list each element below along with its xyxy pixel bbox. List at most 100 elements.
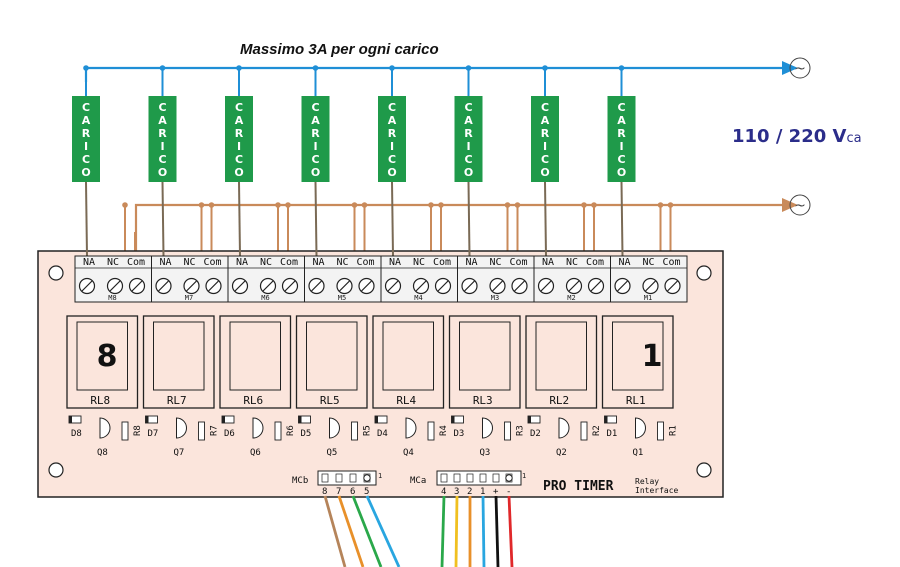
resistor-body bbox=[351, 421, 358, 441]
terminal-screw-slot bbox=[590, 280, 602, 292]
diode-label: D4 bbox=[377, 429, 388, 439]
terminal-label-nc: NC bbox=[566, 257, 578, 268]
neutral-junction bbox=[657, 202, 664, 208]
diode-label: D1 bbox=[607, 429, 618, 439]
load-label-letter: O bbox=[464, 166, 473, 179]
load-label-letter: R bbox=[158, 127, 167, 140]
diode-label: D8 bbox=[71, 429, 82, 439]
terminal-label-na: NA bbox=[466, 257, 478, 268]
load-label-letter: R bbox=[464, 127, 473, 140]
relay-number-last: 1 bbox=[642, 339, 663, 374]
load-label-letter: I bbox=[237, 140, 241, 153]
resistor-body bbox=[427, 421, 435, 441]
connector-pin bbox=[466, 473, 474, 483]
load-label-letter: C bbox=[464, 153, 472, 166]
connector-label: M2 bbox=[567, 294, 575, 302]
terminal-label-com: Com bbox=[357, 257, 375, 268]
terminal-label-com: Com bbox=[127, 257, 145, 268]
load-wire bbox=[85, 181, 88, 257]
relay-label: RL1 bbox=[626, 394, 646, 407]
relay-body bbox=[76, 321, 128, 391]
load-label-letter: R bbox=[541, 127, 550, 140]
terminal-label-nc: NC bbox=[490, 257, 502, 268]
terminal-screw-slot bbox=[81, 280, 93, 292]
neutral-junction bbox=[504, 202, 511, 208]
wire-mcb bbox=[365, 495, 401, 567]
phase-junction bbox=[542, 65, 548, 71]
terminal-screw-slot bbox=[540, 280, 552, 292]
relay-number-first: 8 bbox=[97, 339, 118, 374]
transistor-body bbox=[405, 417, 417, 439]
transistor-label: Q3 bbox=[480, 448, 491, 458]
diode-band bbox=[145, 416, 149, 423]
terminal-screw-slot bbox=[514, 280, 525, 292]
ac-source-icon-top bbox=[789, 57, 811, 79]
relay-body bbox=[153, 321, 205, 391]
diode-band bbox=[528, 416, 531, 423]
voltage-label: 110 / 220 Vca bbox=[732, 126, 862, 147]
diode-label: D3 bbox=[454, 429, 465, 439]
load-label-letter: O bbox=[81, 166, 90, 179]
connector-pin-key bbox=[363, 474, 371, 482]
resistor-body bbox=[198, 421, 205, 441]
transistor-body bbox=[252, 417, 264, 439]
load-label-letter: C bbox=[617, 153, 625, 166]
transistor-label: Q4 bbox=[403, 448, 414, 458]
relay-body bbox=[306, 321, 358, 391]
load-label-letter: A bbox=[541, 114, 550, 127]
phase-junction bbox=[312, 65, 319, 71]
terminal-screw-slot bbox=[131, 280, 143, 292]
load-block bbox=[148, 96, 177, 182]
connector-mcb-pin-label: 5 bbox=[364, 487, 369, 497]
load-block bbox=[454, 96, 483, 182]
terminal-label-nc: NC bbox=[260, 257, 272, 268]
load-label-letter: I bbox=[313, 140, 317, 153]
terminal-label-na: NA bbox=[160, 257, 172, 268]
terminal-screw-slot bbox=[186, 280, 197, 292]
load-label-letter: C bbox=[158, 101, 166, 114]
wire-mca bbox=[454, 495, 459, 567]
connector-pin bbox=[335, 473, 343, 483]
connector-pin bbox=[321, 473, 329, 483]
terminal-screw-slot bbox=[415, 280, 427, 292]
terminal-screw-slot bbox=[311, 280, 322, 292]
terminal-screw-slot bbox=[645, 280, 656, 292]
resistor-label: R4 bbox=[439, 425, 449, 436]
diode-band bbox=[69, 416, 72, 423]
resistor-label: R8 bbox=[133, 425, 143, 436]
terminal-screw-slot bbox=[109, 280, 121, 292]
load-label-letter: A bbox=[464, 114, 473, 127]
load-label-letter: R bbox=[82, 127, 91, 140]
relay-body bbox=[382, 321, 434, 391]
wire-mca bbox=[440, 495, 446, 567]
connector-pin-key bbox=[505, 474, 513, 482]
terminal-label-com: Com bbox=[433, 257, 451, 268]
terminal-screw-slot bbox=[492, 280, 503, 292]
connector-pin bbox=[440, 473, 448, 483]
load-label-letter: O bbox=[617, 166, 626, 179]
load-label-letter: C bbox=[388, 101, 396, 114]
connector-label: M5 bbox=[338, 294, 346, 302]
load-label-letter: R bbox=[311, 127, 320, 140]
load-label-letter: O bbox=[540, 166, 549, 179]
transistor-body bbox=[329, 417, 340, 439]
connector-mcb-pin-label: 8 bbox=[322, 487, 327, 497]
terminal-screw-slot bbox=[667, 280, 678, 292]
terminal-label-com: Com bbox=[510, 257, 528, 268]
connector-mcb-pin-label: 7 bbox=[336, 487, 341, 497]
terminal-label-nc: NC bbox=[337, 257, 349, 268]
relay-body bbox=[229, 321, 281, 391]
relay-label: RL8 bbox=[90, 394, 110, 407]
load-label-letter: R bbox=[617, 127, 626, 140]
relay-label: RL6 bbox=[243, 394, 263, 407]
connector-label: M4 bbox=[414, 294, 422, 302]
terminal-screw-slot bbox=[234, 280, 246, 292]
neutral-junction bbox=[122, 202, 128, 208]
